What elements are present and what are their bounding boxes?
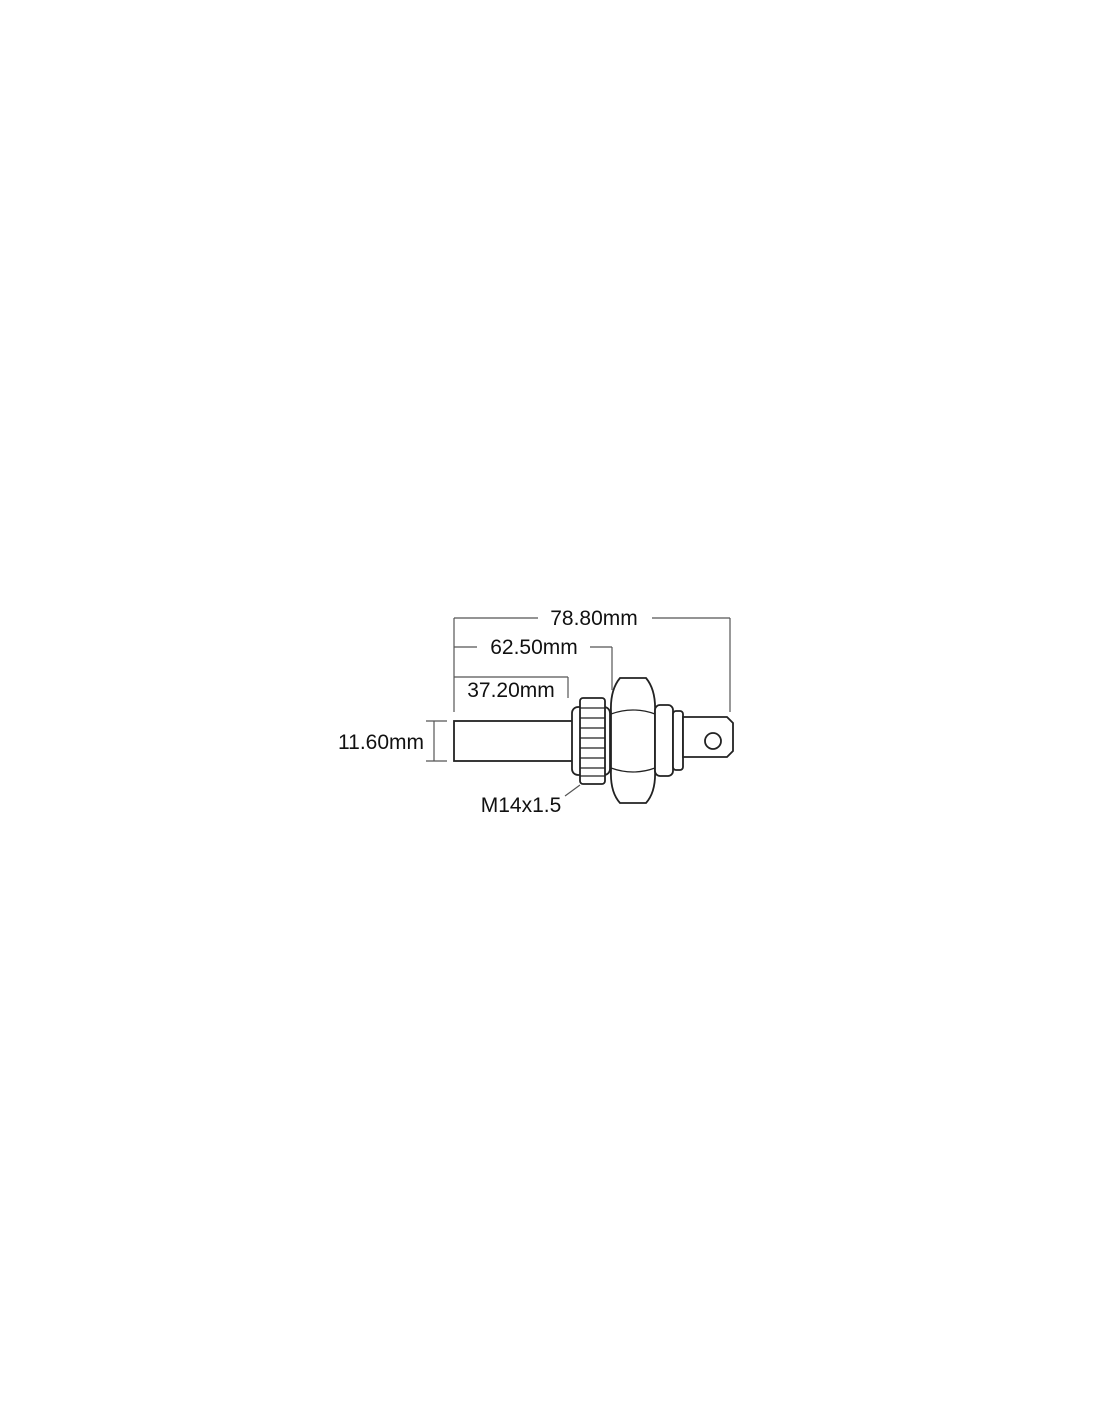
terminal-tab: [682, 716, 734, 758]
dimension-to-nut: 62.50mm: [454, 636, 613, 690]
dimension-overall: 78.80mm: [454, 607, 731, 712]
nut-length-label: 62.50mm: [490, 636, 578, 659]
dimension-probe-diameter: 11.60mm: [338, 720, 447, 762]
thread-callout: M14x1.5: [481, 784, 581, 817]
probe-diameter-label: 11.60mm: [338, 731, 424, 754]
thread-section: [571, 697, 611, 785]
terminal-hole: [704, 732, 722, 750]
hex-nut: [610, 677, 656, 804]
probe-length-label: 37.20mm: [467, 679, 555, 702]
washer: [654, 704, 674, 777]
probe-body: [453, 720, 575, 762]
collar: [672, 710, 684, 771]
dimension-probe-length: 37.20mm: [454, 676, 569, 702]
overall-length-label: 78.80mm: [550, 607, 638, 630]
thread-label: M14x1.5: [481, 794, 562, 817]
